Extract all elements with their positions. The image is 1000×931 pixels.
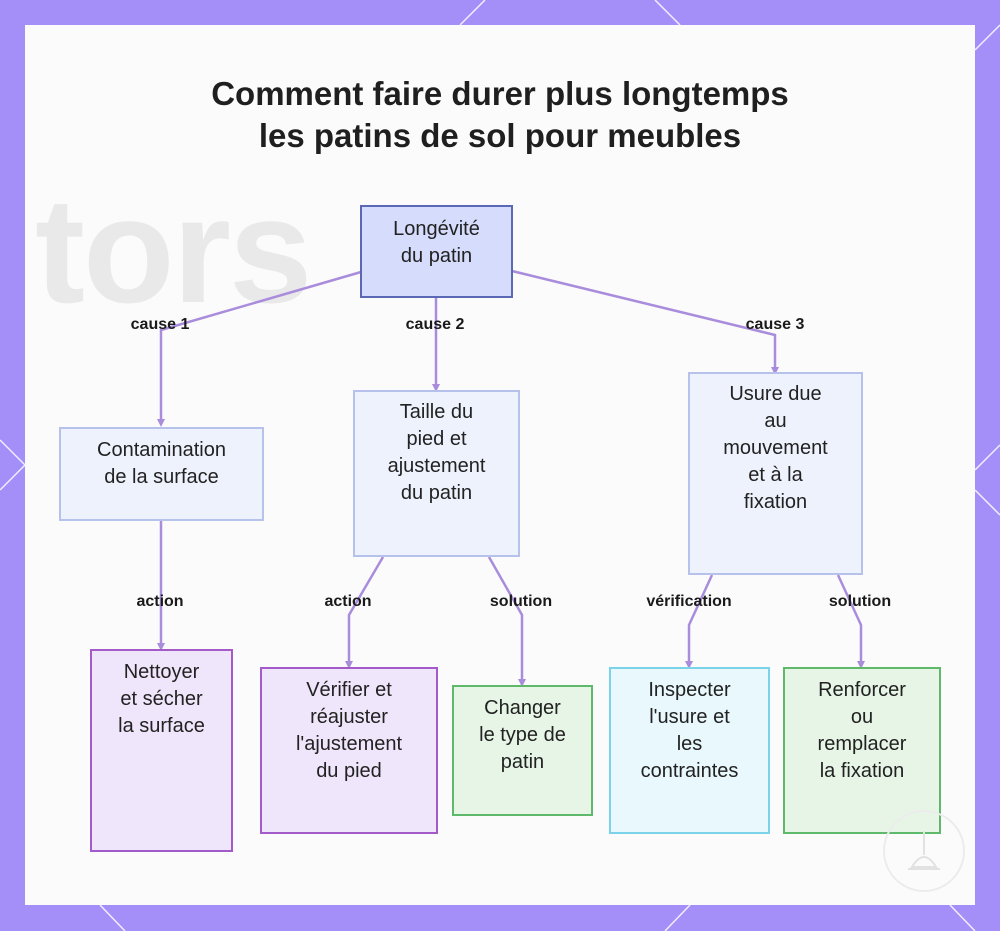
edge-label-cause-2: cause 2 — [405, 316, 465, 333]
cause-2-line: ajustement — [387, 455, 486, 477]
cause-3-line: au — [764, 410, 787, 432]
leaf-4-node: Inspecter l'usure et les contraintes — [609, 667, 770, 834]
cause-1-line: de la surface — [104, 466, 219, 488]
edge-label-leaf-3: solution — [489, 593, 553, 610]
edge-label-leaf-2: action — [324, 593, 372, 610]
leaf-1-line: Nettoyer — [123, 661, 200, 683]
connector-lines — [157, 269, 865, 687]
edge-label-leaf-4: vérification — [646, 593, 732, 610]
leaf-3-line: patin — [500, 751, 545, 773]
plunger-logo-icon — [883, 810, 965, 892]
leaf-4-line: les — [676, 733, 703, 755]
cause-3-line: mouvement — [723, 437, 828, 459]
cause-3-line: et à la — [748, 464, 803, 486]
leaf-3-line: Changer — [484, 697, 561, 719]
leaf-4-line: l'usure et — [649, 706, 730, 728]
cause-3-line: Usure due — [729, 383, 822, 405]
edge-label-leaf-1: action — [136, 593, 184, 610]
leaf-4-line: Inspecter — [648, 679, 731, 701]
cause-1-line: Contamination — [97, 439, 226, 461]
title-line-1: Comment faire durer plus longtemps — [211, 75, 789, 112]
leaf-3-line: le type de — [479, 724, 566, 746]
leaf-5-line: remplacer — [817, 733, 907, 755]
title-line-2: les patins de sol pour meubles — [258, 117, 742, 154]
leaf-2-line: réajuster — [310, 706, 388, 728]
root-line: du patin — [400, 245, 473, 267]
edge-cause-2-leaf-3 — [487, 556, 526, 687]
edge-label-leaf-5: solution — [828, 593, 892, 610]
cause-3-line: fixation — [743, 491, 808, 513]
leaf-2-line: l'ajustement — [295, 733, 403, 755]
leaf-2-line: Vérifier et — [306, 679, 392, 701]
leaf-4-line: contraintes — [640, 760, 739, 782]
leaf-1-line: et sécher — [120, 688, 203, 710]
cause-3-node: Usure due au mouvement et à la fixation — [688, 372, 863, 575]
leaf-5-node: Renforcer ou remplacer la fixation — [783, 667, 941, 834]
leaf-1-node: Nettoyer et sécher la surface — [90, 649, 233, 852]
cause-2-line: du patin — [400, 482, 473, 504]
diagram-panel: tors Comment faire durer plus longtemps … — [25, 25, 975, 905]
leaf-5-line: Renforcer — [818, 679, 906, 701]
leaf-2-line: du pied — [316, 760, 382, 782]
edge-cause-3-leaf-5 — [836, 574, 865, 669]
edge-cause-3-leaf-4 — [685, 574, 714, 669]
leaf-2-node: Vérifier et réajuster l'ajustement du pi… — [260, 667, 438, 834]
root-node: Longévité du patin — [360, 205, 513, 298]
leaf-3-node: Changer le type de patin — [452, 685, 593, 816]
root-line: Longévité — [393, 218, 480, 240]
cause-1-node: Contamination de la surface — [59, 427, 264, 521]
edge-label-cause-1: cause 1 — [130, 316, 190, 333]
cause-2-node: Taille du pied et ajustement du patin — [353, 390, 520, 557]
leaf-1-line: la surface — [118, 715, 205, 737]
leaf-5-line: la fixation — [819, 760, 905, 782]
edge-root-cause-1 — [157, 270, 362, 427]
edge-label-cause-3: cause 3 — [745, 316, 805, 333]
edge-root-cause-3 — [511, 269, 779, 375]
leaf-5-line: ou — [850, 706, 874, 728]
cause-2-line: pied et — [406, 428, 467, 450]
edge-cause-2-leaf-2 — [345, 556, 385, 669]
cause-2-line: Taille du — [399, 401, 474, 423]
